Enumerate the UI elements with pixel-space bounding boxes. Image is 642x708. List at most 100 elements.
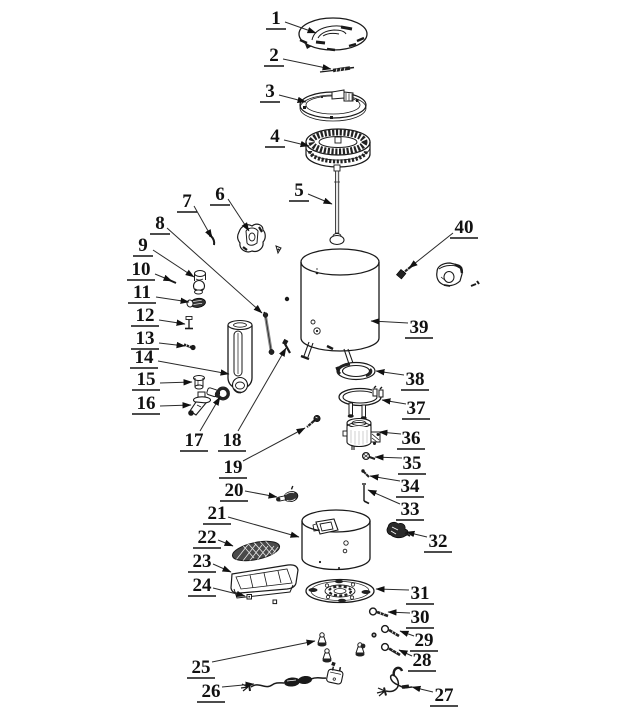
- leader-line-9: [152, 249, 195, 278]
- part-label-38: 38: [406, 369, 425, 390]
- part-label-37: 37: [407, 398, 427, 419]
- part-11-nut-fitting: [186, 297, 206, 308]
- part-37-heating-element: [338, 385, 385, 420]
- part-label-6: 6: [215, 184, 225, 205]
- part-29-terminal: [380, 624, 400, 638]
- part-label-28: 28: [413, 650, 432, 671]
- leader-line-3: [278, 94, 307, 103]
- leader-line-4: [283, 139, 310, 148]
- leader-line-39: [370, 318, 409, 325]
- part-label-23: 23: [193, 551, 212, 572]
- part-31-base-plate: [305, 578, 375, 604]
- handle-block: [436, 262, 464, 287]
- part-label-36: 36: [402, 428, 421, 449]
- part-label-33: 33: [401, 499, 420, 520]
- part-label-19: 19: [224, 457, 243, 478]
- part-13-screw: [183, 343, 196, 351]
- part-label-2: 2: [269, 45, 279, 66]
- part-1-outer-lid: [298, 17, 368, 52]
- leader-line-22: [217, 539, 234, 547]
- part-19-screw: [306, 414, 321, 428]
- leader-line-14: [157, 360, 230, 376]
- part-label-8: 8: [155, 213, 165, 234]
- leader-line-37: [381, 398, 407, 405]
- part-34-screw: [361, 469, 370, 478]
- part-label-3: 3: [265, 81, 275, 102]
- leader-line-23: [212, 563, 232, 573]
- leader-line-21: [227, 516, 300, 538]
- part-label-27: 27: [435, 685, 455, 706]
- leader-line-30: [387, 609, 411, 616]
- part-39-tank-body: [300, 248, 380, 370]
- part-label-31: 31: [411, 583, 430, 604]
- part-label-29: 29: [415, 630, 434, 651]
- part-15-bushing: [193, 375, 205, 390]
- part-32-bracket-clip: [386, 521, 411, 539]
- part-35-screw: [361, 451, 376, 461]
- part-25-feet: [317, 632, 377, 663]
- part-23-drip-tray: [230, 564, 299, 599]
- leader-line-27: [411, 685, 434, 693]
- part-label-22: 22: [198, 527, 217, 548]
- leader-line-35: [374, 454, 403, 461]
- part-2-lid-screw: [319, 66, 355, 73]
- leader-line-32: [405, 530, 428, 538]
- part-5-stem: [329, 164, 345, 246]
- leader-line-28: [398, 649, 413, 657]
- leader-line-16: [159, 402, 192, 409]
- leader-line-31: [375, 586, 410, 593]
- leader-line-40: [408, 232, 454, 269]
- part-26-power-cord: [240, 661, 344, 692]
- leader-line-1: [284, 21, 317, 34]
- part-label-13: 13: [136, 328, 155, 349]
- part-label-16: 16: [137, 393, 156, 414]
- part-7-pin: [209, 234, 216, 246]
- leader-line-26: [221, 681, 255, 688]
- part-label-11: 11: [133, 282, 151, 303]
- leader-line-34: [369, 474, 401, 482]
- leader-line-25: [211, 639, 316, 663]
- part-4-lock-ring: [305, 128, 371, 168]
- leader-line-2: [282, 58, 332, 71]
- small-dot: [284, 296, 290, 302]
- part-20-valve-grommet: [276, 485, 299, 503]
- part-label-40: 40: [455, 217, 474, 238]
- leader-line-24: [212, 587, 246, 598]
- leader-line-15: [159, 379, 193, 386]
- small-clip: [275, 245, 282, 255]
- part-28-terminal: [380, 642, 401, 657]
- leader-line-33: [367, 489, 401, 505]
- part-label-32: 32: [429, 531, 448, 552]
- part-36-thermostat: [342, 417, 381, 450]
- part-3-inner-lid: [299, 89, 367, 122]
- leader-line-11: [155, 296, 190, 304]
- leader-line-7: [193, 205, 213, 239]
- part-label-35: 35: [403, 453, 422, 474]
- part-21-lower-housing: [301, 509, 371, 571]
- part-24-screws: [246, 594, 278, 605]
- part-label-5: 5: [294, 180, 304, 201]
- leader-line-29: [399, 630, 415, 637]
- leader-line-5: [307, 193, 333, 205]
- part-label-4: 4: [270, 126, 280, 147]
- part-label-7: 7: [182, 191, 192, 212]
- part-label-21: 21: [208, 503, 227, 524]
- part-22-filter-screen: [231, 537, 281, 565]
- leader-line-38: [375, 369, 405, 376]
- part-label-39: 39: [410, 317, 429, 338]
- part-12-screw: [185, 316, 193, 330]
- part-33-pin: [362, 483, 370, 505]
- part-30-terminal: [368, 607, 389, 618]
- part-label-12: 12: [136, 305, 155, 326]
- part-label-24: 24: [193, 575, 213, 596]
- part-6-spout-bracket: [237, 223, 266, 253]
- leader-line-6: [227, 198, 250, 232]
- leader-line-19: [242, 427, 306, 462]
- leader-line-18: [237, 347, 287, 432]
- part-label-17: 17: [185, 430, 205, 451]
- leader-line-13: [158, 341, 186, 349]
- part-label-9: 9: [138, 235, 148, 256]
- part-label-14: 14: [135, 347, 155, 368]
